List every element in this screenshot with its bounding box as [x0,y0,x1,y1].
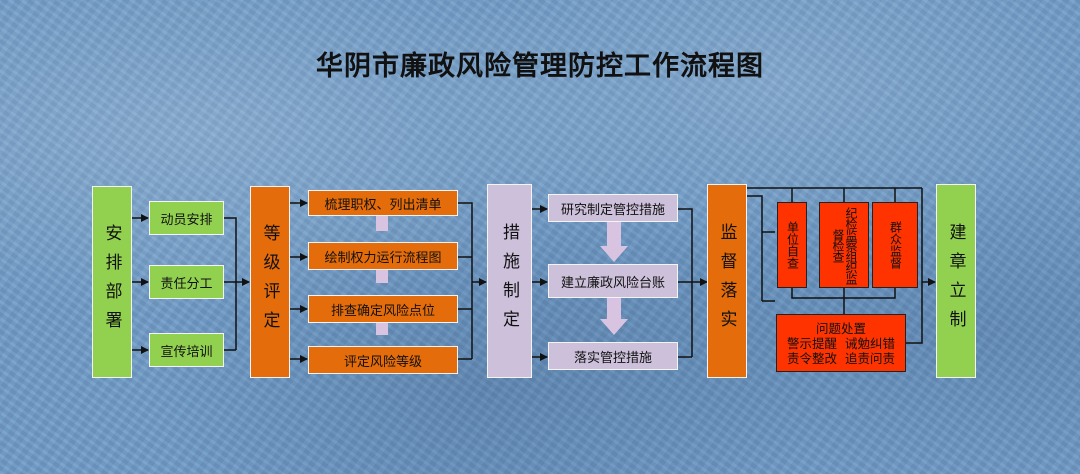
connector [224,217,237,351]
page-title: 华阴市廉政风险管理防控工作流程图 [316,51,764,82]
grading-step-list-powers: 梳理职权、列出清单 [308,190,458,216]
grading-step-flowchart: 绘制权力运行流程图 [308,242,458,270]
flow-arrow [376,267,388,283]
connector [747,195,775,302]
connector [906,188,923,344]
arrange-step-assign: 责任分工 [149,265,224,299]
measure-step-research: 研究制定管控措施 [548,194,678,222]
grading-step-risk-level: 评定风险等级 [308,346,458,374]
problem-handling-line1: 警示提醒 诫勉纠错 [787,335,895,351]
flow-arrow [607,297,621,319]
supervision-discipline-inspection: 纪检监察组织监督检查 [819,202,869,288]
flow-arrow [600,319,628,335]
supervision-self-check: 单位自查 [777,202,807,288]
arrange-step-mobilize: 动员安排 [149,201,224,235]
flow-arrow [376,319,388,335]
supervision-public: 群众监督 [872,202,918,288]
stage-supervise-box: 监督落实 [707,184,747,378]
flow-arrow [607,222,621,246]
problem-handling-line2: 责令整改 追责问责 [787,350,895,366]
flow-arrow [376,213,388,231]
stage-measures-box: 措施制定 [487,184,532,378]
stage-establish-box: 建章立制 [936,184,976,378]
connector [458,202,473,360]
problem-handling-heading: 问题处置 [815,320,866,336]
problem-handling-box: 问题处置 警示提醒 诫勉纠错 责令整改 追责问责 [776,314,906,372]
connector [678,208,693,358]
flow-arrow [600,246,628,262]
connector [791,288,896,314]
stage-arrange-box: 安排部署 [92,186,132,378]
grading-step-risk-points: 排查确定风险点位 [308,295,458,323]
measure-step-implement: 落实管控措施 [548,342,678,370]
connector [747,187,922,202]
measure-step-ledger: 建立廉政风险台账 [548,264,678,298]
arrange-step-training: 宣传培训 [149,333,224,367]
stage-grading-box: 等级评定 [250,186,290,378]
